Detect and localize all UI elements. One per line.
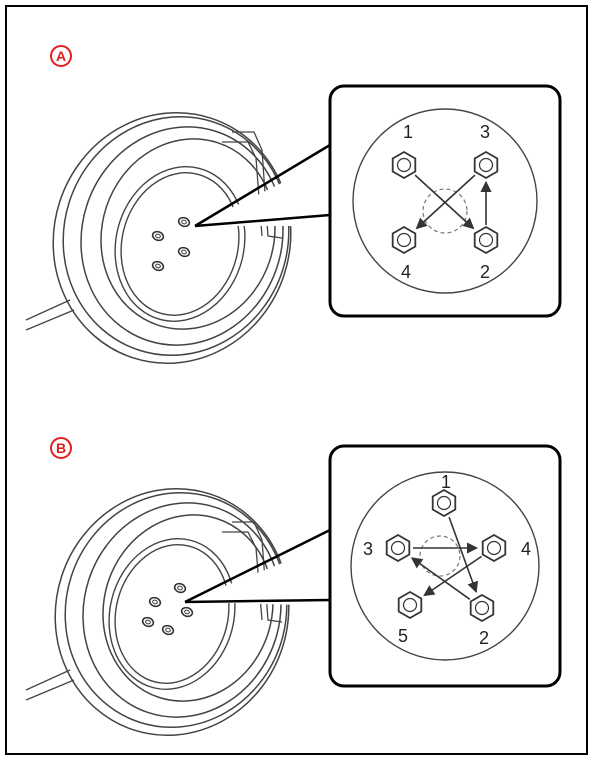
hex-nut-icon: [473, 150, 499, 180]
tightening-arrow: [410, 557, 471, 600]
bolt-number: 2: [479, 628, 489, 648]
hex-nut-icon: [391, 225, 417, 255]
bolt-number: 4: [401, 262, 411, 282]
wheel-lug-nut: [173, 582, 187, 594]
tightening-arrows-b: [410, 516, 483, 600]
callout-box-b: [328, 444, 562, 688]
wheel-lug-nuts-b: [141, 582, 194, 636]
wheel-lug-nut: [148, 596, 162, 608]
bolt-2: 2: [469, 593, 495, 648]
hex-nut-icon: [469, 593, 495, 623]
wheel-lug-nut: [151, 230, 165, 242]
wheel-lug-nut: [177, 216, 191, 228]
bolts-a: 1 3 4 2: [391, 122, 499, 282]
tightening-arrow: [448, 516, 479, 594]
bolt-4: 4: [481, 533, 531, 563]
bolt-number: 5: [398, 626, 408, 646]
callout-center-bore-a: [422, 188, 468, 234]
bolt-1: 1: [391, 122, 417, 180]
panel-label-b: B: [50, 437, 72, 459]
tightening-arrow: [415, 174, 476, 230]
tightening-arrow: [423, 555, 483, 597]
bolt-number: 1: [403, 122, 413, 142]
wheel-lug-nut: [180, 606, 194, 618]
hex-nut-icon: [431, 488, 457, 518]
bolt-number: 4: [521, 539, 531, 559]
hex-nut-icon: [481, 533, 507, 563]
bolt-5: 5: [397, 590, 423, 646]
rim-a: [114, 166, 246, 322]
bolt-3: 3: [473, 122, 499, 180]
wheel-lug-nuts-a: [151, 216, 191, 272]
tightening-arrows-a: [414, 174, 492, 230]
hex-nut-icon: [391, 150, 417, 180]
callout-box-a: [328, 84, 562, 318]
rim-b: [108, 538, 236, 690]
wheel-lug-nut: [177, 246, 191, 258]
wheel-lug-nut: [151, 260, 165, 272]
hex-nut-icon: [473, 225, 499, 255]
bolt-1: 1: [431, 472, 457, 518]
bolts-b: 1 3 4 5 2: [363, 472, 531, 648]
hex-nut-icon: [397, 590, 423, 620]
callout-pointer-a: [194, 143, 340, 228]
tire-b: [54, 487, 290, 737]
panel-b: B 1 3 4 5 2: [25, 437, 562, 737]
bolt-number: 3: [363, 539, 373, 559]
bolt-number: 3: [480, 122, 490, 142]
wheel-lug-nut: [141, 616, 155, 628]
callout-hub-outline-b: [350, 471, 540, 661]
panel-label-a: A: [50, 45, 72, 67]
bolt-number: 2: [480, 262, 490, 282]
callout-center-bore-b: [419, 535, 461, 577]
bolt-4: 4: [391, 225, 417, 282]
panel-label-a-text: A: [56, 48, 66, 64]
tightening-arrow: [414, 174, 475, 230]
wheel-lug-nut: [161, 624, 175, 636]
tire-a: [52, 111, 292, 365]
panel-a: A: [25, 45, 562, 365]
callout-hub-outline-a: [352, 108, 538, 294]
hex-nut-icon: [385, 533, 411, 563]
panel-label-b-text: B: [56, 440, 66, 456]
callout-pointer-b: [184, 528, 340, 606]
bolt-2: 2: [473, 225, 499, 282]
bolt-3: 3: [363, 533, 411, 563]
bolt-number: 1: [441, 472, 451, 492]
